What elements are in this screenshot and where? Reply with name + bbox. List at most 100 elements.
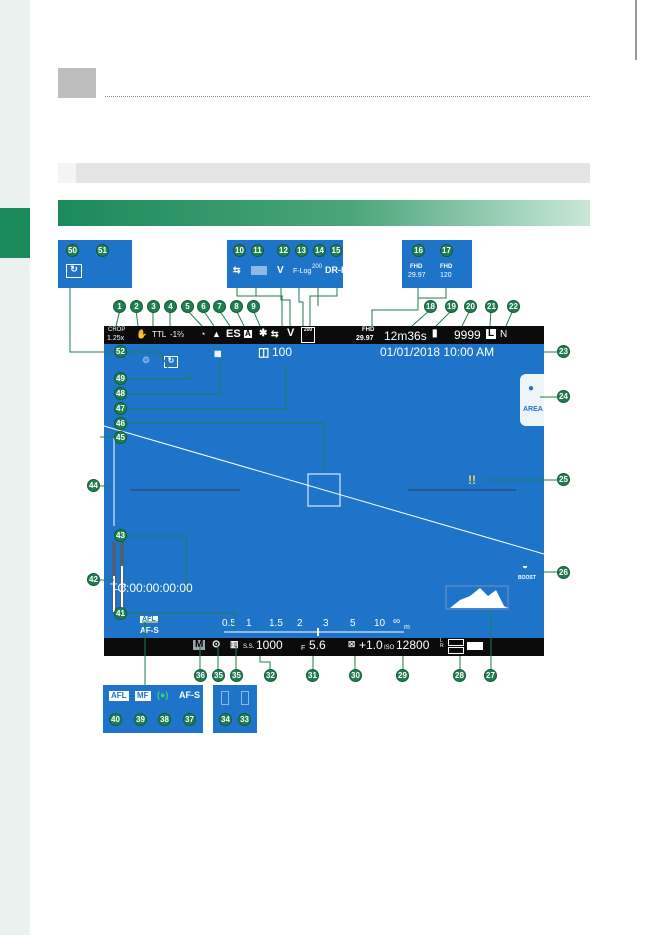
timecode: TC:00:00:00:00 (110, 581, 193, 595)
callout-23: 23 (557, 345, 570, 358)
card-slot-icon: ▮ (432, 328, 438, 339)
frame-count: 100 (272, 345, 293, 359)
section-banner (58, 200, 590, 226)
callout-6: 6 (197, 300, 210, 313)
callout-17: 17 (440, 244, 453, 257)
iso-value: 12800 (396, 638, 430, 652)
frames-remaining: 9999 (454, 328, 481, 342)
distance-mark: 10 (374, 618, 386, 629)
wb-icon: ▥ (230, 639, 239, 649)
callout-5: 5 (181, 300, 194, 313)
area-button[interactable]: ● AREA (520, 374, 544, 426)
film-icon: V (277, 265, 284, 276)
callout-38: 38 (158, 713, 171, 726)
exposure-comp: +1.0 (359, 638, 383, 652)
callout-42: 42 (87, 573, 100, 586)
audio-lr-label: L R (113, 582, 127, 592)
timer-icon: ◔ (200, 329, 206, 339)
meter-icon-b (241, 691, 249, 705)
callout-37: 37 (183, 713, 196, 726)
camera-display: CROP 1.25x ✋ TTL -1⅔ ◔ ▲ ES A ✱ ⇆ V 200 … (104, 326, 544, 656)
dr-small: 200 (312, 264, 323, 270)
callout-34: 34 (219, 713, 232, 726)
touch-icon: ● (528, 383, 535, 394)
callout-44: 44 (87, 479, 100, 492)
distance-mark: 2 (297, 618, 303, 629)
callout-35b: 35 (212, 669, 225, 682)
continuous-icon: ▲ (212, 329, 221, 339)
afl-indicator: AFL (140, 616, 158, 623)
callout-24: 24 (557, 390, 570, 403)
dr-icon: 200 (301, 327, 315, 343)
callout-31: 31 (306, 669, 319, 682)
temperature-warning-icon: !! (468, 473, 476, 487)
callout-27: 27 (484, 669, 497, 682)
meter-icon-a (221, 691, 229, 705)
boost-icon: ◒ (522, 561, 529, 572)
distance-mark: 0.5 (222, 618, 236, 629)
callout-22: 22 (507, 300, 520, 313)
detail-panel-50-51: 50 51 ↻ (58, 240, 132, 288)
note-bar (58, 163, 590, 183)
af-mode: AF-S (140, 626, 159, 635)
callout-16: 16 (412, 244, 425, 257)
callout-51: 51 (96, 244, 109, 257)
distance-mark: 5 (350, 618, 356, 629)
exposure-mode: M (193, 639, 206, 650)
awb-icon: A (244, 329, 252, 338)
callout-40: 40 (109, 713, 122, 726)
wifi-icon (251, 266, 267, 275)
detail-panel-16-17: 16 17 FHD 29.97 FHD 120 (402, 240, 472, 288)
page-corner-mark (635, 0, 637, 60)
aperture: 5.6 (309, 638, 326, 652)
detail-panel-10-15: 10 11 12 13 14 15 ⇆ V F-Log 200 DR-P (227, 240, 347, 288)
mf-label: MF (135, 691, 151, 701)
iso-prefix: ISO (384, 645, 395, 651)
callout-7: 7 (213, 300, 226, 313)
callout-50: 50 (66, 244, 79, 257)
flog-label: F-Log (293, 268, 312, 275)
note-marker (58, 163, 76, 183)
callout-9: 9 (247, 300, 260, 313)
callout-48: 48 (114, 387, 127, 400)
flash-mode: TTL (152, 330, 167, 339)
fhd-rate: 29.97 (408, 272, 426, 279)
callout-33: 33 (238, 713, 251, 726)
hand-icon: ✋ (136, 329, 148, 339)
callout-19: 19 (445, 300, 458, 313)
callout-47: 47 (114, 402, 127, 415)
time-remaining: 12m36s (384, 329, 427, 343)
battery-r-icon (448, 647, 464, 654)
callout-11: 11 (251, 244, 264, 257)
crop-label: CROP (108, 327, 126, 333)
shutter-speed-prefix: S.S. (243, 644, 255, 650)
guide-lines (104, 425, 544, 636)
shutter-speed: 1000 (256, 638, 283, 652)
frame-rate: 29.97 (356, 335, 374, 342)
exposure-comp-icon: ☒ (348, 640, 356, 649)
callout-13: 13 (295, 244, 308, 257)
wireless-icon: ⇆ (271, 329, 279, 339)
heading-marker (58, 68, 96, 98)
temperature-icon: ⚙ (142, 355, 151, 365)
callout-12: 12 (277, 244, 290, 257)
callout-15: 15 (330, 244, 342, 257)
metering-icon: ⊙ (212, 639, 221, 650)
shutter-type: ES (226, 328, 241, 340)
film-sim-icon: V (287, 327, 295, 339)
callout-49: 49 (114, 372, 127, 385)
detail-panel-37-40: AFL MF (●) AF-S 40 39 38 37 (103, 685, 203, 733)
callout-52: 52 (114, 345, 127, 358)
callout-41: 41 (114, 607, 127, 620)
fhd-hs-label: FHD (440, 264, 453, 270)
fhd-label: FHD (410, 264, 423, 270)
af-mode-small: AF-S (179, 690, 200, 700)
callout-25: 25 (557, 473, 570, 486)
afl-label: AFL (109, 691, 129, 701)
callout-21: 21 (485, 300, 498, 313)
callout-1: 1 (113, 300, 126, 313)
aperture-prefix: F (301, 645, 306, 652)
battery-l-icon (448, 639, 464, 646)
flash-comp: -1⅔ (170, 330, 184, 339)
